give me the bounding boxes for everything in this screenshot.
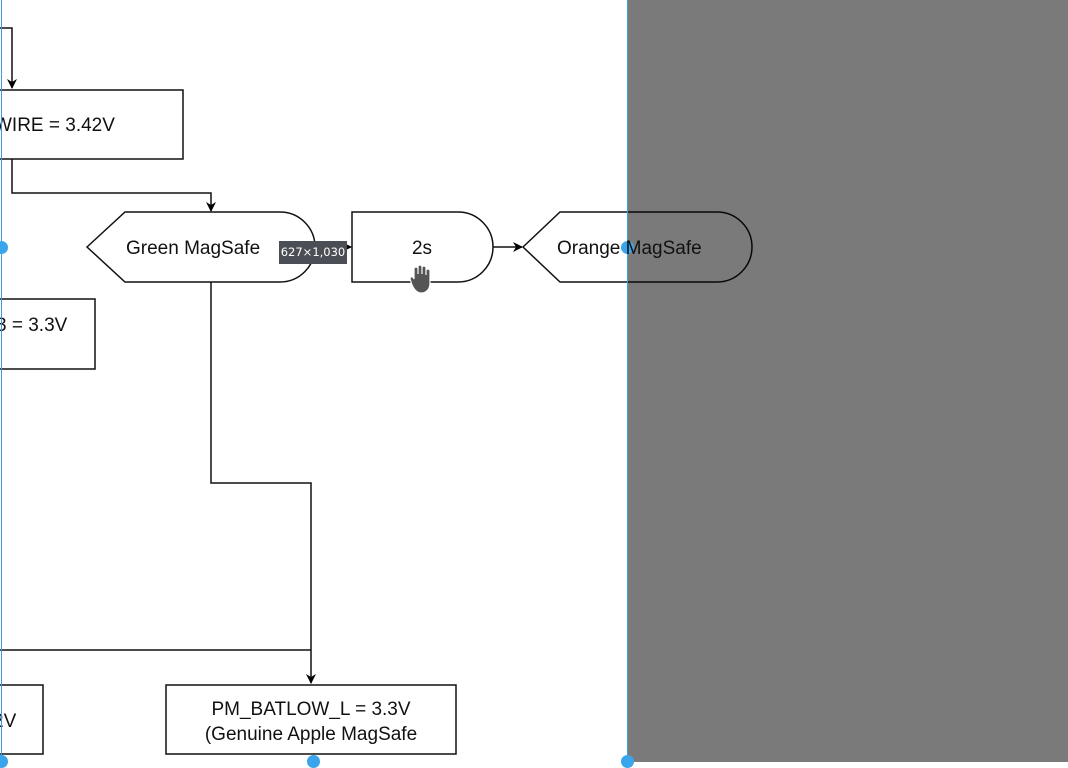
batlow-label-line2: (Genuine Apple MagSafe [205, 724, 417, 745]
left-mid-box[interactable] [0, 298, 96, 370]
green-label: Green MagSafe [126, 238, 260, 259]
delay-label: 2s [412, 238, 432, 259]
left-bottom-box[interactable] [0, 684, 44, 755]
batlow-label-line1: PM_BATLOW_L = 3.3V [211, 699, 410, 720]
selection-left-edge[interactable] [1, 0, 2, 762]
connector-wire-green [11, 159, 216, 212]
screenshot-dim-overlay [628, 0, 1068, 762]
left-mid-label: 3 = 3.3V [0, 315, 68, 336]
selection-right-edge[interactable] [627, 0, 628, 762]
left-bottom-label: 2V [0, 711, 17, 732]
connector-top [0, 27, 17, 89]
wire-box[interactable] [0, 89, 184, 160]
selection-handle-left[interactable] [0, 241, 8, 254]
wire-label: WIRE = 3.42V [0, 115, 115, 136]
selection-size-tooltip: 627×1,030 [279, 241, 347, 264]
batlow-box[interactable] [165, 684, 457, 755]
connector-green-batlow [210, 282, 316, 684]
delay-shape[interactable] [351, 211, 494, 283]
selection-handle-right[interactable] [621, 241, 634, 254]
